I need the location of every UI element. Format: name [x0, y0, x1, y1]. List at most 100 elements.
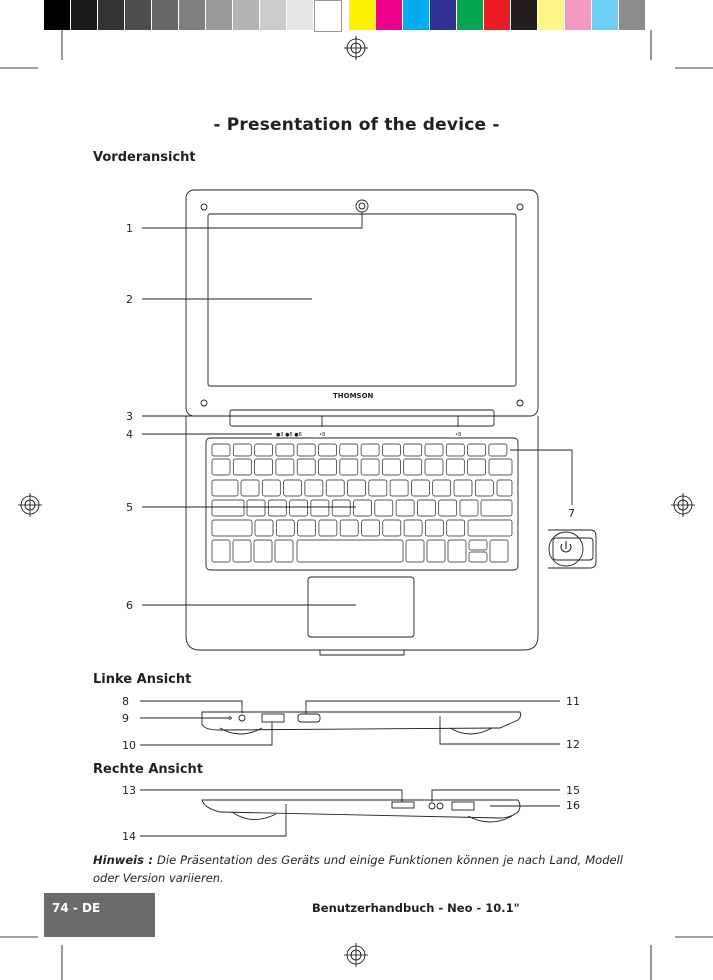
- callout-8: 8: [122, 695, 129, 708]
- color-swatch: [125, 0, 151, 30]
- footer-manual-title: Benutzerhandbuch - Neo - 10.1": [312, 901, 520, 915]
- keyboard-key: [304, 479, 324, 497]
- color-swatch: [314, 0, 342, 32]
- keyboard-key: [211, 443, 231, 457]
- callout-15: 15: [566, 784, 580, 797]
- keyboard-key: [425, 519, 444, 537]
- keyboard-key: [310, 499, 330, 517]
- keyboard-key: [289, 499, 308, 517]
- keyboard-key: [374, 499, 394, 517]
- keyboard-key: [211, 479, 239, 497]
- keyboard-key: [246, 499, 266, 517]
- callout-lines: [142, 212, 573, 606]
- keyboard-key: [275, 519, 295, 537]
- keyboard-key: [325, 479, 345, 497]
- callout-2: 2: [126, 293, 133, 306]
- color-swatch: [233, 0, 259, 30]
- keyboard-key: [296, 539, 404, 563]
- keyboard-key: [382, 458, 401, 476]
- color-swatch: [260, 0, 286, 30]
- color-swatch: [484, 0, 510, 30]
- keyboard-key: [211, 539, 231, 563]
- callout-4: 4: [126, 428, 133, 441]
- keyboard-key: [459, 499, 479, 517]
- callout-12: 12: [566, 738, 580, 751]
- keyboard-key: [382, 443, 401, 457]
- note-text: Die Präsentation des Geräts und einige F…: [93, 853, 623, 885]
- power-icon: [560, 541, 572, 553]
- callout-6: 6: [126, 599, 133, 612]
- registration-mark-top: [344, 36, 368, 60]
- page-title: - Presentation of the device -: [213, 115, 500, 135]
- color-swatch: [179, 0, 205, 30]
- color-swatch: [565, 0, 591, 30]
- callout-3: 3: [126, 410, 133, 423]
- section-front-view: Vorderansicht: [93, 150, 196, 165]
- keyboard-key: [254, 443, 273, 457]
- keyboard-key: [426, 539, 446, 563]
- keyboard-key: [275, 443, 295, 457]
- keyboard-key: [232, 458, 252, 476]
- keyboard-key: [240, 479, 260, 497]
- keyboard-key: [446, 519, 466, 537]
- color-swatch: [376, 0, 402, 30]
- color-swatch: [592, 0, 618, 30]
- keyboard-key: [283, 479, 302, 497]
- color-swatch: [287, 0, 313, 30]
- keyboard-key: [467, 519, 513, 537]
- color-swatch: [349, 0, 375, 30]
- keyboard-key: [347, 479, 366, 497]
- keyboard-key: [232, 539, 252, 563]
- svg-text:•8: •8: [455, 432, 461, 438]
- section-left-view: Linke Ansicht: [93, 672, 192, 687]
- keyboard-key: [275, 458, 295, 476]
- callout-14: 14: [122, 830, 136, 843]
- keyboard-key: [411, 479, 430, 497]
- keyboard-key: [382, 519, 402, 537]
- color-swatch: [206, 0, 232, 30]
- keyboard-key: [331, 499, 351, 517]
- keyboard-key: [445, 458, 465, 476]
- callout-9: 9: [122, 712, 129, 725]
- keyboard-key: [296, 443, 316, 457]
- keyboard-key: [339, 519, 359, 537]
- keyboard-key: [318, 458, 337, 476]
- keyboard-key: [468, 551, 488, 563]
- callout-lines-right: [140, 789, 560, 837]
- keyboard-key: [468, 539, 488, 551]
- keyboard-key: [403, 443, 423, 457]
- keyboard-key: [261, 479, 281, 497]
- keyboard-key: [339, 443, 359, 457]
- color-swatch: [511, 0, 537, 30]
- keyboard-key: [403, 458, 423, 476]
- color-swatch: [457, 0, 483, 30]
- keyboard-key: [274, 539, 294, 563]
- keyboard-keys: [211, 443, 513, 563]
- indicator-leds: ●3 ●8 ●8 •8 •8: [276, 432, 461, 438]
- color-swatch: [430, 0, 456, 30]
- keyboard-key: [489, 539, 509, 563]
- keyboard-key: [211, 519, 253, 537]
- color-swatch: [538, 0, 564, 30]
- keyboard-key: [318, 443, 337, 457]
- color-swatch: [71, 0, 97, 30]
- keyboard-key: [353, 499, 372, 517]
- keyboard-key: [447, 539, 467, 563]
- keyboard-key: [496, 479, 513, 497]
- keyboard-key: [318, 519, 338, 537]
- keyboard-key: [297, 519, 316, 537]
- keyboard-key: [467, 443, 486, 457]
- color-swatch: [44, 0, 70, 30]
- color-swatch: [619, 0, 645, 30]
- keyboard-key: [267, 499, 287, 517]
- svg-text:•8: •8: [319, 432, 325, 438]
- callout-lines-left: [140, 700, 560, 746]
- keyboard-key: [467, 458, 486, 476]
- keyboard-key: [480, 499, 513, 517]
- callout-11: 11: [566, 695, 580, 708]
- callout-10: 10: [122, 739, 136, 752]
